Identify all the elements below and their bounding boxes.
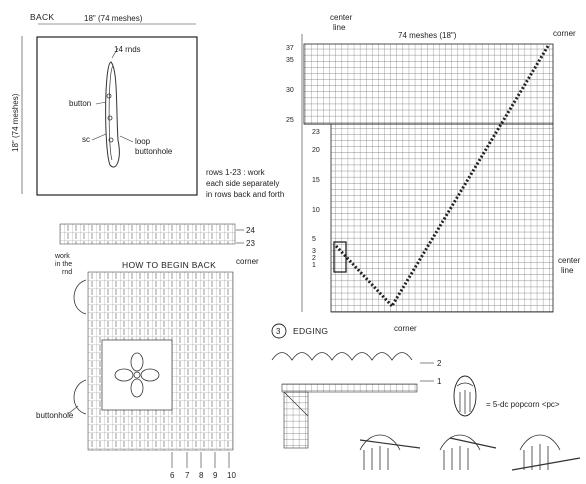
- rows-note: rows 1-23 : work each side separately in…: [206, 168, 284, 199]
- row-number: 20: [312, 147, 320, 154]
- row-number: 15: [312, 177, 320, 184]
- row-number: 37: [286, 45, 294, 52]
- row-23-label: 23: [246, 239, 255, 248]
- popcorn-symbol-detail: [456, 382, 474, 414]
- bottom-number: 10: [227, 471, 236, 480]
- right-center-label-2: line: [561, 266, 574, 275]
- row-number: 3: [312, 248, 316, 255]
- row-number: 30: [286, 87, 294, 94]
- row-number: 10: [312, 207, 320, 214]
- loop-label: loop: [135, 137, 151, 146]
- bottom-numbers: 6 7 8 9 10: [170, 471, 236, 480]
- diagonal-x-row-lower: [334, 244, 394, 308]
- hook-step-1: [359, 434, 401, 470]
- edging-corner-diagonal: [283, 391, 309, 417]
- loop-buttonhole-bottom: [73, 379, 87, 415]
- row-number: 2: [312, 255, 316, 262]
- button-label: button: [69, 99, 91, 108]
- bottom-number: 6: [170, 471, 175, 480]
- hook-step-2: [439, 434, 481, 470]
- edging-scallops: [271, 352, 413, 361]
- rnds-leader: [111, 47, 119, 59]
- bottom-number: 8: [199, 471, 204, 480]
- meshes-label: 74 meshes (18"): [398, 31, 457, 40]
- begin-title: HOW TO BEGIN BACK: [122, 260, 216, 270]
- start-block: [333, 241, 347, 273]
- edging-row-2: 2: [437, 359, 442, 368]
- corner-bottom-label: corner: [394, 324, 417, 333]
- begin-back-chart: 24 23 work in the rnd HOW TO BEGIN BACK …: [36, 223, 259, 480]
- edging-title: EDGING: [293, 326, 328, 336]
- corner-top-label: corner: [553, 29, 576, 38]
- hook-step-3: [519, 434, 561, 470]
- edging-number-circle: [271, 323, 287, 339]
- buttonhole-label: buttonhole: [135, 147, 173, 156]
- note-line-1: rows 1-23 : work: [206, 168, 266, 177]
- diagonal-x-row: [390, 45, 550, 307]
- sc-leader: [91, 133, 107, 141]
- row-number: 5: [312, 236, 316, 243]
- note-line-2: each side separately: [206, 179, 279, 188]
- edging-row-1: 1: [437, 377, 442, 386]
- back-panel-outline: [36, 36, 198, 196]
- back-title: BACK: [30, 12, 54, 22]
- buttonhole-label: buttonhole: [36, 411, 74, 420]
- note-line-3: in rows back and forth: [206, 190, 284, 199]
- bottom-number: 9: [213, 471, 218, 480]
- grid-upper: [303, 43, 554, 125]
- button-marker: [107, 115, 113, 121]
- begin-corner-label: corner: [236, 257, 259, 266]
- center-square: [101, 339, 173, 411]
- work-label-3: rnd: [62, 269, 72, 276]
- width-label: 18" (74 meshes): [84, 14, 143, 23]
- loop-buttonhole-top: [73, 279, 87, 315]
- back-schematic: BACK 18" (74 meshes) 18" (74 meshes) 14 …: [11, 12, 198, 196]
- edging-section: 3 EDGING 2 1 = 5-dc popcorn <pc>: [271, 323, 581, 471]
- button-marker: [106, 93, 112, 99]
- grid-lower: [330, 123, 554, 313]
- edging-top-band: [281, 383, 418, 393]
- rnds-label: 14 rnds: [114, 45, 141, 54]
- mesh-chart: center line 74 meshes (18") 37 35 30 25 …: [286, 13, 581, 333]
- popcorn-legend: = 5-dc popcorn <pc>: [486, 400, 560, 409]
- bottom-number: 7: [185, 471, 190, 480]
- work-label: work: [54, 253, 70, 260]
- popcorn-symbol: [453, 375, 477, 417]
- row-24-label: 24: [246, 226, 255, 235]
- center-line-label-2: line: [333, 23, 346, 32]
- button-marker: [108, 137, 114, 143]
- edging-corner-grid: [283, 391, 309, 449]
- row-numbers: 37 35 30 25 23 20 15 10 5 3 2 1: [286, 45, 320, 269]
- button-leader: [95, 101, 107, 105]
- flower-motif: [114, 352, 160, 398]
- hook-illustrations: [359, 434, 581, 471]
- rows-23-24: [59, 223, 236, 245]
- buttonhole-leader: [67, 405, 79, 415]
- loop-leader: [119, 135, 134, 143]
- center-line-label: center: [330, 13, 353, 22]
- row-number: 1: [312, 262, 316, 269]
- diagonal-corner-marks: [334, 45, 550, 308]
- placket-inner-line: [108, 65, 114, 161]
- sc-label: sc: [82, 135, 90, 144]
- work-label-2: in the: [55, 261, 72, 268]
- height-label: 18" (74 meshes): [11, 93, 20, 152]
- edging-number: 3: [276, 327, 281, 336]
- row-number: 35: [286, 57, 294, 64]
- row-number: 25: [286, 117, 294, 124]
- right-center-label: center: [558, 256, 581, 265]
- row-number: 23: [312, 129, 320, 136]
- bottom-arrows: [171, 452, 230, 468]
- button-placket: [105, 61, 120, 168]
